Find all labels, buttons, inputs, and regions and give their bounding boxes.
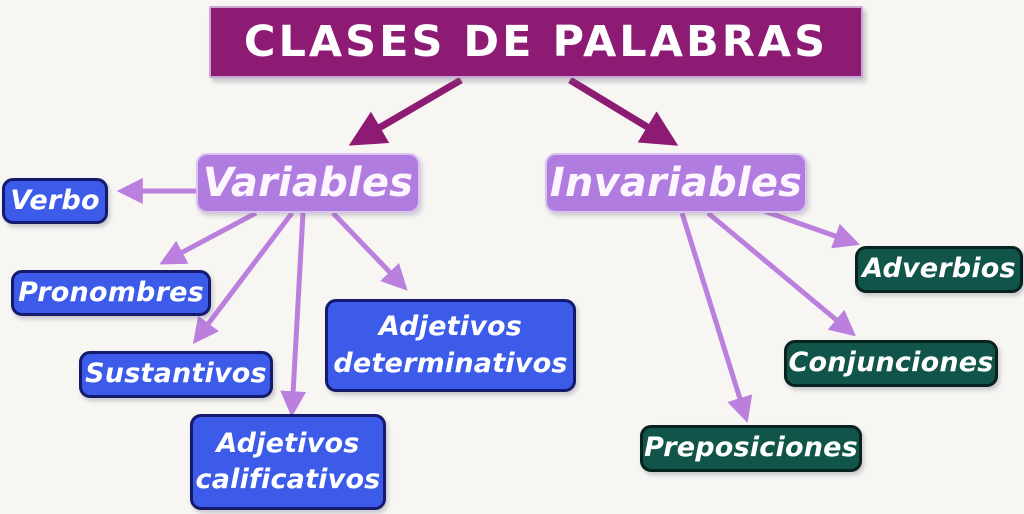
node-label: CLASES DE PALABRAS <box>243 16 829 67</box>
edge-invariables-conjunciones <box>706 211 856 337</box>
edge-invariables-adverbios <box>763 208 860 249</box>
edge-variables-pronombres <box>159 210 258 265</box>
node-pronombres[interactable]: Pronombres <box>11 270 211 316</box>
node-label: Verbo <box>10 184 100 216</box>
node-label: Invariables <box>549 159 803 206</box>
node-conjunciones[interactable]: Conjunciones <box>784 340 998 387</box>
edge-variables-adjetivos-determinativos <box>331 211 408 291</box>
node-label: Sustantivos <box>85 358 267 390</box>
node-label: Adverbios <box>862 253 1016 285</box>
edge-variables-adjetivos-calificativos <box>280 212 307 418</box>
node-label: Variables <box>202 159 414 206</box>
node-verbo[interactable]: Verbo <box>2 178 108 224</box>
node-label-line-1: Adjetivos <box>378 311 523 343</box>
node-adjetivos-calificativos[interactable]: Adjetivos calificativos <box>190 414 386 510</box>
node-invariables[interactable]: Invariables <box>545 153 807 213</box>
node-adverbios[interactable]: Adverbios <box>855 246 1023 293</box>
edge-root-invariables <box>568 77 679 146</box>
node-label-line-2: calificativos <box>195 464 381 495</box>
node-label: Pronombres <box>18 276 204 308</box>
node-sustantivos[interactable]: Sustantivos <box>79 351 273 398</box>
node-preposiciones[interactable]: Preposiciones <box>640 425 862 472</box>
node-variables[interactable]: Variables <box>196 153 420 213</box>
node-label: Conjunciones <box>788 347 994 379</box>
node-adjetivos-determinativos[interactable]: Adjetivos determinativos <box>325 299 576 392</box>
edge-invariables-preposiciones <box>679 212 753 423</box>
node-clases-de-palabras[interactable]: CLASES DE PALABRAS <box>209 6 863 78</box>
node-label: Preposiciones <box>644 432 858 464</box>
node-label-line-2: determinativos <box>333 347 568 379</box>
node-label-line-1: Adjetivos <box>216 427 360 459</box>
edge-root-variables <box>348 76 463 146</box>
